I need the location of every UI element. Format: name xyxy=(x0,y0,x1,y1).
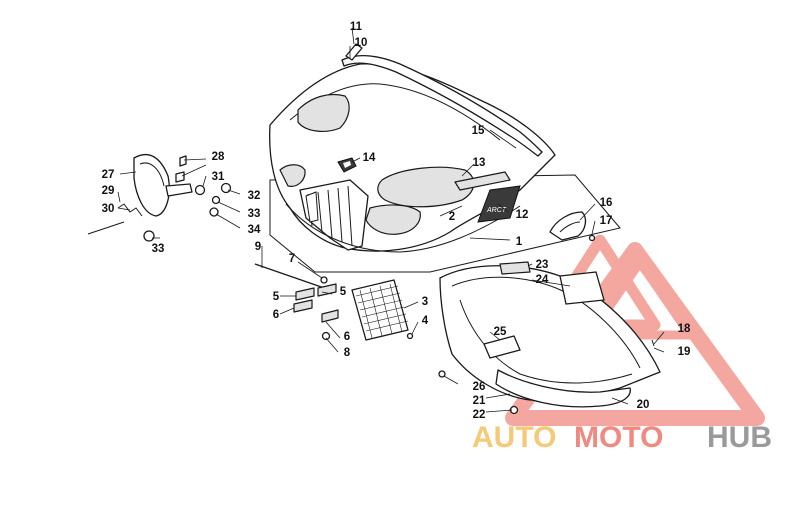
callout-7: 7 xyxy=(289,253,295,265)
mount-assembly xyxy=(254,263,414,341)
leader-lines xyxy=(117,27,665,413)
bracket-5b xyxy=(317,283,337,297)
rod-9 xyxy=(254,263,331,291)
callout-32: 32 xyxy=(248,190,261,202)
callout-8: 8 xyxy=(344,347,351,359)
latch-25 xyxy=(483,335,521,359)
callout-6b: 6 xyxy=(344,331,350,343)
callout-12: 12 xyxy=(516,209,529,221)
screw-4 xyxy=(406,332,414,340)
tray-inner-floor xyxy=(459,299,633,384)
callout-11: 11 xyxy=(350,21,363,33)
hood-decal-13 xyxy=(454,171,511,191)
hood-left-vent xyxy=(297,93,350,132)
callout-6a: 6 xyxy=(273,309,279,321)
washer-33a xyxy=(211,195,221,205)
callout-10: 10 xyxy=(355,37,368,49)
callout-21: 21 xyxy=(473,395,486,407)
callout-22: 22 xyxy=(473,409,486,421)
clip-assembly xyxy=(549,211,596,242)
bracket-5a xyxy=(295,287,315,301)
washer-31 xyxy=(194,184,206,196)
callout-20: 20 xyxy=(637,399,650,411)
hood-decal-12 xyxy=(477,185,521,223)
watermark-moto: MOTO xyxy=(574,421,663,454)
spring-30 xyxy=(117,203,143,217)
callout-2: 2 xyxy=(449,211,455,223)
washer-32 xyxy=(220,182,232,194)
callout-17: 17 xyxy=(600,215,613,227)
fastener-8 xyxy=(321,331,331,341)
rivet-7 xyxy=(320,276,328,284)
callout-14: 14 xyxy=(363,152,376,164)
hood-assembly: ARCT xyxy=(269,43,621,273)
tray-inner-rim xyxy=(451,276,641,369)
callout-18: 18 xyxy=(678,323,691,335)
watermark-hub: HUB xyxy=(707,421,772,454)
callout-3: 3 xyxy=(422,296,428,308)
storage-tray xyxy=(438,261,661,415)
callout-4: 4 xyxy=(422,315,429,327)
callout-24: 24 xyxy=(536,274,549,286)
callout-26: 26 xyxy=(473,381,486,393)
hood-base-outline xyxy=(269,174,621,273)
callout-19: 19 xyxy=(678,346,691,358)
callout-27: 27 xyxy=(102,169,115,181)
hood-front-lip xyxy=(285,203,521,253)
washer-33b xyxy=(143,230,155,242)
callout-28: 28 xyxy=(212,151,225,163)
mirror-assembly xyxy=(87,153,232,242)
callout-15: 15 xyxy=(472,125,485,137)
grille-teeth xyxy=(305,185,353,247)
callout-25: 25 xyxy=(494,326,507,338)
watermark-triangle-inner xyxy=(585,257,695,340)
screw-26 xyxy=(438,370,446,378)
callout-34: 34 xyxy=(248,224,261,236)
callout-33b: 33 xyxy=(152,243,165,255)
bumper-21 xyxy=(495,369,631,408)
watermark-text: AUTO MOTO HUB xyxy=(472,421,772,454)
callout-1: 1 xyxy=(516,236,523,248)
mesh-pattern xyxy=(355,283,409,339)
mirror-bracket xyxy=(165,183,193,197)
mirror-27 xyxy=(133,153,170,217)
watermark-auto: AUTO xyxy=(472,421,556,454)
callout-labels: 11 10 15 14 13 2 12 1 16 17 28 27 31 29 … xyxy=(102,21,691,421)
callout-31: 31 xyxy=(212,171,225,183)
headlight-surround-right xyxy=(365,204,421,235)
hood-trim-10 xyxy=(341,54,543,157)
callout-23: 23 xyxy=(536,259,549,271)
callout-16: 16 xyxy=(600,197,613,209)
callout-5b: 5 xyxy=(340,286,347,298)
callout-30: 30 xyxy=(102,203,115,215)
plate-6b xyxy=(321,309,339,323)
cover-24 xyxy=(559,271,605,305)
mesh-screen-3 xyxy=(351,279,409,341)
screw-17 xyxy=(588,234,596,242)
callout-29: 29 xyxy=(102,185,115,197)
callout-5a: 5 xyxy=(273,291,280,303)
callout-33a: 33 xyxy=(248,208,261,220)
callout-9: 9 xyxy=(255,241,261,253)
rod-29 xyxy=(87,221,125,235)
screw-28b xyxy=(175,171,185,183)
screw-28a xyxy=(179,155,187,167)
hood-right-recess xyxy=(377,166,475,208)
callout-13: 13 xyxy=(473,157,486,169)
plate-6a xyxy=(293,299,313,313)
headlight-surround-left xyxy=(279,164,306,187)
latch-23 xyxy=(499,261,531,275)
pin-18 xyxy=(651,339,655,347)
decal-lettering: ARCT xyxy=(486,207,507,214)
